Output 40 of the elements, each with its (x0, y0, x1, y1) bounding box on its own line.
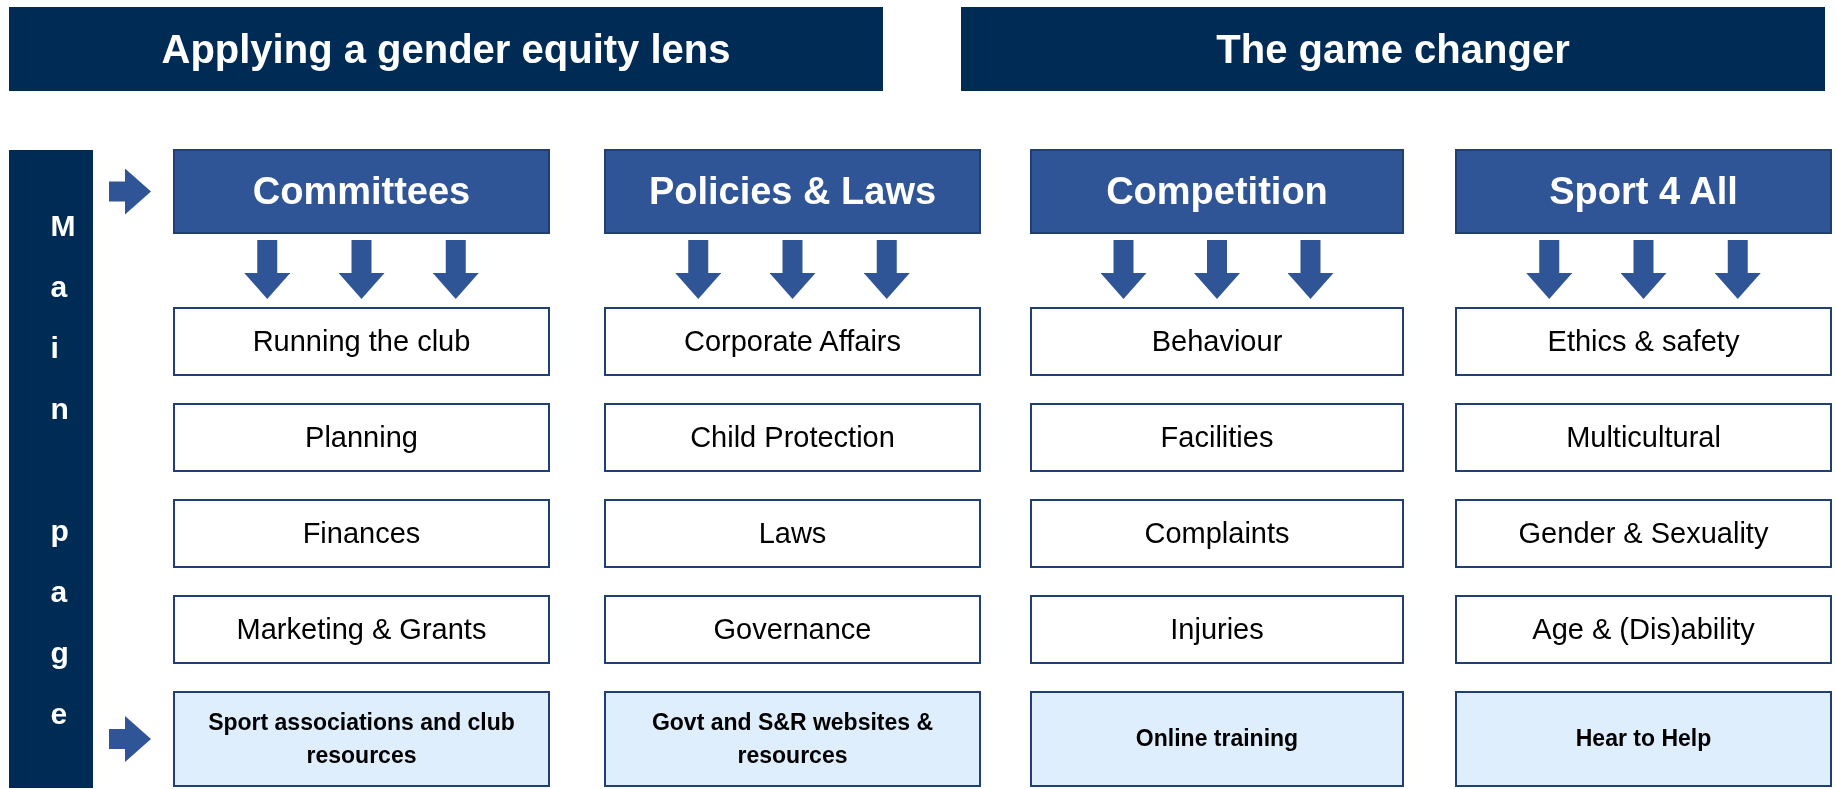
topic-box: Running the club (173, 307, 550, 376)
block-arrow (675, 240, 722, 299)
topic-box: Age & (Dis)ability (1455, 595, 1832, 664)
side-bar: Main page (9, 150, 93, 788)
block-arrow (338, 240, 385, 299)
block-arrow (1194, 240, 1240, 299)
topic-box: Behaviour (1030, 307, 1404, 376)
topic-box: Gender & Sexuality (1455, 499, 1832, 568)
resource-box: Online training (1030, 691, 1404, 787)
header-box: Policies & Laws (604, 149, 981, 234)
topic-box: Child Protection (604, 403, 981, 472)
topic-box: Multicultural (1455, 403, 1832, 472)
title-banner: The game changer (961, 7, 1825, 91)
header-box: Committees (173, 149, 550, 234)
topic-box: Corporate Affairs (604, 307, 981, 376)
title-banner: Applying a gender equity lens (9, 7, 883, 91)
topic-box: Injuries (1030, 595, 1404, 664)
block-arrow (1714, 240, 1761, 299)
topic-box: Facilities (1030, 403, 1404, 472)
resource-box: Sport associations and club resources (173, 691, 550, 787)
topic-box: Laws (604, 499, 981, 568)
topic-box: Finances (173, 499, 550, 568)
block-arrow (769, 240, 816, 299)
block-arrow (244, 240, 291, 299)
resource-box: Hear to Help (1455, 691, 1832, 787)
topic-box: Marketing & Grants (173, 595, 550, 664)
block-arrow (109, 716, 151, 762)
header-box: Competition (1030, 149, 1404, 234)
block-arrow (1620, 240, 1667, 299)
block-arrow (1100, 240, 1147, 299)
topic-box: Governance (604, 595, 981, 664)
block-arrow (432, 240, 479, 299)
topic-box: Complaints (1030, 499, 1404, 568)
block-arrow (1526, 240, 1573, 299)
header-box: Sport 4 All (1455, 149, 1832, 234)
topic-box: Planning (173, 403, 550, 472)
block-arrow (1287, 240, 1334, 299)
resource-box: Govt and S&R websites & resources (604, 691, 981, 787)
topic-box: Ethics & safety (1455, 307, 1832, 376)
block-arrow (109, 168, 151, 215)
